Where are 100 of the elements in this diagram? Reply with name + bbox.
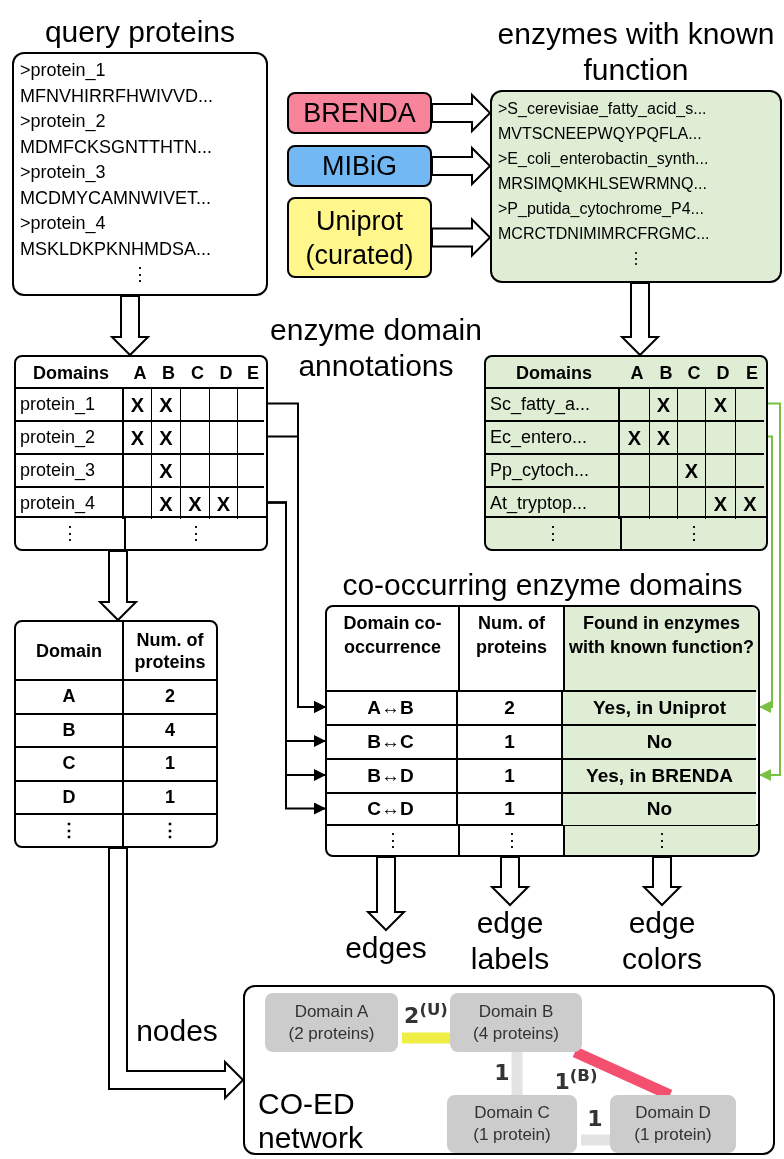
domain-mark: X: [152, 488, 181, 519]
column-header: C: [686, 361, 702, 385]
domain-pair: B↔D: [325, 760, 458, 792]
column-header: D: [218, 361, 234, 385]
protein-name: Pp_cytoch...: [486, 455, 620, 486]
database-box: BRENDA: [287, 92, 432, 134]
match-result: No: [563, 794, 756, 825]
network-edge: [581, 1134, 610, 1146]
domain-mark: X: [124, 389, 152, 420]
protein-name: Sc_fatty_a...: [486, 389, 620, 420]
protein-count: (1 protein): [634, 1124, 712, 1146]
sequence-line: MRSIMQMKHLSEWRMNQ...: [498, 174, 708, 194]
count-table: [14, 620, 218, 848]
table-row: [325, 792, 756, 825]
count-value: 4: [164, 718, 176, 742]
connector-arrow: [759, 435, 773, 713]
column-header: A: [132, 361, 148, 385]
connector-arrow: [759, 402, 781, 781]
domain-pair: B↔C: [325, 726, 458, 758]
block-arrow: [108, 847, 245, 1101]
network-edge: [402, 1032, 450, 1044]
sequence-line: ⋮: [628, 249, 644, 269]
column-header: Domain: [16, 622, 124, 679]
domain-mark: X: [742, 491, 758, 517]
column-header: Domain co-occurrence: [327, 607, 460, 692]
protein-count: (2 proteins): [288, 1022, 375, 1045]
column-header: B: [658, 361, 674, 385]
database-box: MIBiG: [287, 145, 432, 187]
network-node: [447, 1095, 577, 1153]
table-row: [325, 724, 756, 758]
table-row: [486, 486, 764, 519]
column-header: A: [629, 361, 645, 385]
block-arrow: [489, 856, 531, 907]
block-arrow: [431, 145, 492, 187]
sequence-line: >protein_1: [20, 59, 107, 83]
sequence-line: MSKLDKPKNHMDSA...: [20, 237, 213, 261]
domain-mark: X: [706, 389, 736, 420]
sequence-line: MDMFCKSGNTTHTN...: [20, 135, 213, 159]
ellipsis: ⋮: [684, 522, 704, 545]
match-result: Yes, in Uniprot: [563, 692, 756, 724]
domain-name: Domain C: [474, 1102, 550, 1124]
database-box: Uniprot (curated): [287, 197, 432, 278]
match-result: Yes, in BRENDA: [563, 760, 756, 792]
ellipsis: ⋮: [186, 522, 206, 545]
protein-name: protein_2: [16, 422, 124, 453]
sequence-line: ⋮: [131, 263, 149, 286]
sequence-line: MFNVHIRRFHWIVVD...: [20, 84, 214, 108]
count-value: ⋮: [160, 819, 180, 843]
sequence-line: MCRCTDNIMIMRCFRGMC...: [498, 224, 711, 244]
count-value: 1: [164, 752, 176, 776]
column-header: Domains: [515, 361, 593, 385]
domain-pair: C↔D: [325, 794, 458, 825]
block-arrow: [619, 282, 661, 357]
domain-mark: X: [210, 488, 238, 519]
sequence-line: >E_coli_enterobactin_synth...: [498, 149, 710, 169]
table-row: [16, 486, 264, 519]
network-edge: [511, 1052, 523, 1095]
ellipsis: ⋮: [486, 518, 622, 549]
match-result: No: [563, 726, 756, 758]
sequence-line: MCDMYCAMNWIVET...: [20, 186, 212, 210]
table-row: [16, 387, 264, 420]
section-heading: query proteins: [43, 14, 237, 50]
sequence-line: >P_putida_cytochrome_P4...: [498, 199, 705, 219]
column-header: Num. of proteins: [133, 628, 207, 674]
protein-count: (1 protein): [473, 1124, 551, 1146]
domain-table: [484, 355, 768, 551]
column-header: B: [161, 361, 176, 385]
domain-mark: X: [620, 422, 650, 453]
table-row: [486, 453, 764, 486]
edge-label: nodes: [135, 1013, 219, 1049]
sequence-line: >protein_2: [20, 110, 107, 134]
block-arrow: [365, 856, 407, 932]
network-node: [610, 1095, 736, 1153]
column-header: E: [246, 361, 260, 385]
table-row: [325, 758, 756, 792]
column-header: C: [190, 361, 205, 385]
table-row: [325, 690, 756, 724]
domain-table: [14, 355, 268, 551]
table-row: [486, 420, 764, 453]
domain-mark: X: [124, 422, 152, 453]
domain-mark: X: [152, 455, 181, 486]
domain-letter: ⋮: [16, 815, 124, 846]
network-panel: [243, 985, 775, 1155]
protein-name: protein_3: [16, 455, 124, 486]
protein-name: protein_1: [16, 389, 124, 420]
block-arrow: [641, 856, 683, 907]
output-label: edge labels: [458, 905, 562, 979]
block-arrow: [97, 550, 139, 622]
domain-name: Domain B: [478, 1000, 554, 1023]
domain-letter: A: [16, 681, 124, 713]
column-header: E: [745, 361, 759, 385]
domain-mark: X: [678, 455, 706, 486]
domain-mark: X: [706, 488, 736, 519]
domain-name: Domain A: [294, 1000, 369, 1023]
protein-name: protein_4: [16, 488, 124, 519]
column-header: D: [715, 361, 731, 385]
sequence-line: MVTSCNEEPWQYPQFLA...: [498, 124, 703, 144]
column-header: Domains: [32, 361, 110, 385]
network-node: [265, 993, 398, 1052]
sequence-line: >protein_4: [20, 212, 107, 236]
